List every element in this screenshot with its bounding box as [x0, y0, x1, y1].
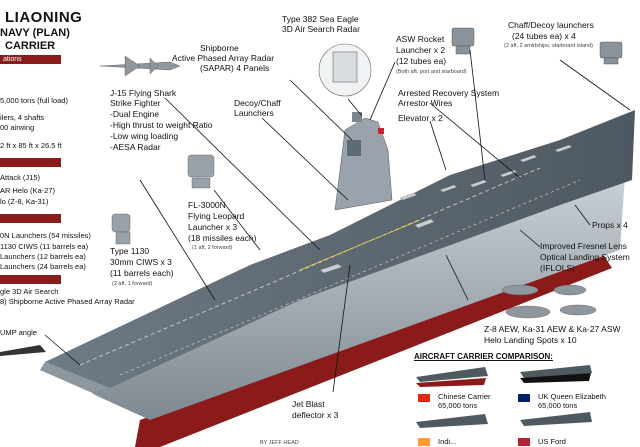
callout-sapar-line-2: Active Phased Array Radar: [172, 53, 275, 63]
spec-sapar: 8) Shipborne Active Phased Array Radar: [0, 297, 135, 306]
callout-fresnel-line-3: (IFLOLS): [540, 263, 575, 273]
page-subtitle: NAVY (PLAN): [0, 27, 70, 39]
callout-fl3000-line-4: (18 missiles each): [188, 233, 257, 243]
callout-decoy-line-1: Decoy/Chaff: [234, 98, 281, 108]
radar-382-icon: [318, 43, 372, 97]
callout-props: Props x 4: [592, 220, 628, 230]
spec-search: gle 3D Air Search: [0, 287, 59, 296]
ciws-icon: [111, 213, 131, 245]
j15-fighter-icon: [99, 55, 181, 77]
callout-fl3000-line-1: FL-3000N: [188, 200, 226, 210]
callout-type1130-line-3: (11 barrels each): [110, 268, 174, 278]
comparison-title: AIRCRAFT CARRIER COMPARISON:: [414, 352, 553, 361]
callout-asw-line-3: (12 tubes ea): [396, 56, 447, 66]
callout-asw-line-1: ASW Rocket: [396, 34, 445, 44]
callout-j15-line-4: -High thrust to weight Ratio: [110, 120, 213, 130]
callout-chaff-line-1: Chaff/Decoy launchers: [508, 20, 594, 30]
callout-fl3000-line-3: Launcher x 3: [188, 222, 238, 232]
flight-deck: [45, 110, 635, 388]
spec-displacement: 5,000 tons (full load): [0, 96, 68, 105]
ski-jump-silhouette: [0, 345, 46, 356]
callout-j15-line-1: J-15 Flying Shark: [110, 88, 177, 98]
callout-helos-line-2: Helo Landing Spots x 10: [484, 335, 577, 345]
callout-j15-line-2: Strike Fighter: [110, 98, 161, 108]
callout-radar-382-line-2: 3D Air Search Radar: [282, 24, 360, 34]
comparison-uk-tons: 65,000 tons: [538, 401, 578, 410]
spec-helo: lo (Z-8, Ka-31): [0, 197, 49, 206]
callout-j15-line-5: -Low wing loading: [110, 131, 179, 141]
fl3000n-launcher-icon: [187, 154, 215, 189]
callout-chaff-note: (2 aft, 2 amidships, starboard island): [504, 43, 593, 49]
credit-text: BY JEFF HEAD: [260, 440, 299, 446]
spec-launchers-12: Launchers (12 barrels ea): [0, 252, 86, 261]
spec-ciws: 1130 CIWS (11 barrels ea): [0, 242, 89, 251]
helicopter-icons: [501, 284, 597, 319]
callout-helos-line-1: Z-8 AEW, Ka-31 AEW & Ka-27 ASW: [484, 324, 621, 334]
callout-fl3000-line-2: Flying Leopard: [188, 211, 245, 221]
spec-boilers: ilers, 4 shafts: [0, 113, 45, 122]
callout-type1130-line-1: Type 1130: [110, 246, 150, 256]
comparison-carrier-icons: [416, 365, 592, 428]
comparison-cn-tons: 65,000 tons: [438, 401, 478, 410]
callout-arrested-line-1: Arrested Recovery System: [398, 88, 500, 98]
callout-fl3000-note: (1 aft, 2 forward): [192, 245, 233, 251]
callout-fresnel-line-1: Improved Fresnel Lens: [540, 241, 627, 251]
spec-jump-angle: UMP angle: [0, 328, 37, 337]
chaff-launcher-icon: [599, 41, 623, 65]
uk-flag-icon: [518, 394, 530, 402]
comparison-uk-name: UK Queen Elizabeth: [538, 392, 606, 401]
section-bar-sensors: [0, 275, 61, 284]
callout-j15-line-3: -Dual Engine: [110, 109, 160, 119]
callout-j15-line-6: -AESA Radar: [110, 142, 161, 152]
spec-dimensions: 2 ft x 85 ft x 26.5 ft: [0, 141, 62, 150]
spec-launchers-24: Launchers (24 barrels ea): [0, 262, 86, 271]
comparison-row2-left: Indi...: [438, 437, 457, 446]
callout-jet-blast-line-2: deflector x 3: [292, 410, 339, 420]
callout-jet-blast-line-1: Jet Blast: [292, 399, 325, 409]
callout-sapar-line-1: Shipborne: [200, 43, 239, 53]
callout-fresnel-line-2: Optical Landing System: [540, 252, 630, 262]
spec-aew: AR Helo (Ka-27): [0, 186, 56, 195]
callout-type1130-note: (2 aft, 1 forward): [112, 281, 153, 287]
india-flag-icon: [418, 438, 430, 446]
us-flag-icon: [518, 438, 530, 446]
callout-asw-line-2: Launcher x 2: [396, 45, 446, 55]
callout-elevator: Elevator x 2: [398, 113, 443, 123]
asw-launcher-icon: [451, 27, 475, 55]
hull-red-waterline: [135, 250, 612, 447]
spec-airwing: 00 airwing: [0, 123, 35, 132]
hull-side: [60, 175, 625, 420]
section-bar-air: [0, 158, 61, 167]
callout-type1130-line-2: 30mm CIWS x 3: [110, 257, 172, 267]
comparison-cn-name: Chinese Carrier: [438, 392, 491, 401]
callout-radar-382-line-1: Type 382 Sea Eagle: [282, 14, 359, 24]
callout-decoy-line-2: Launchers: [234, 108, 274, 118]
callout-asw-note: (Both aft, port and starboard): [396, 69, 467, 75]
spec-launchers: 0N Launchers (54 missiles): [0, 231, 91, 240]
section-bar-weapons: [0, 214, 61, 223]
spec-attack: Attack (J15): [0, 173, 41, 182]
callout-arrested-line-2: Arrestor Wires: [398, 98, 453, 108]
page-subtitle-2: CARRIER: [5, 40, 56, 52]
callout-chaff-line-2: (24 tubes ea) x 4: [512, 31, 576, 41]
page-title: LIAONING: [5, 9, 83, 26]
callout-sapar-line-3: (SAPAR) 4 Panels: [200, 63, 270, 73]
section-bar-specs: ations: [0, 55, 61, 64]
china-flag-icon: [418, 394, 430, 402]
comparison-row2-right: US Ford: [538, 437, 566, 446]
